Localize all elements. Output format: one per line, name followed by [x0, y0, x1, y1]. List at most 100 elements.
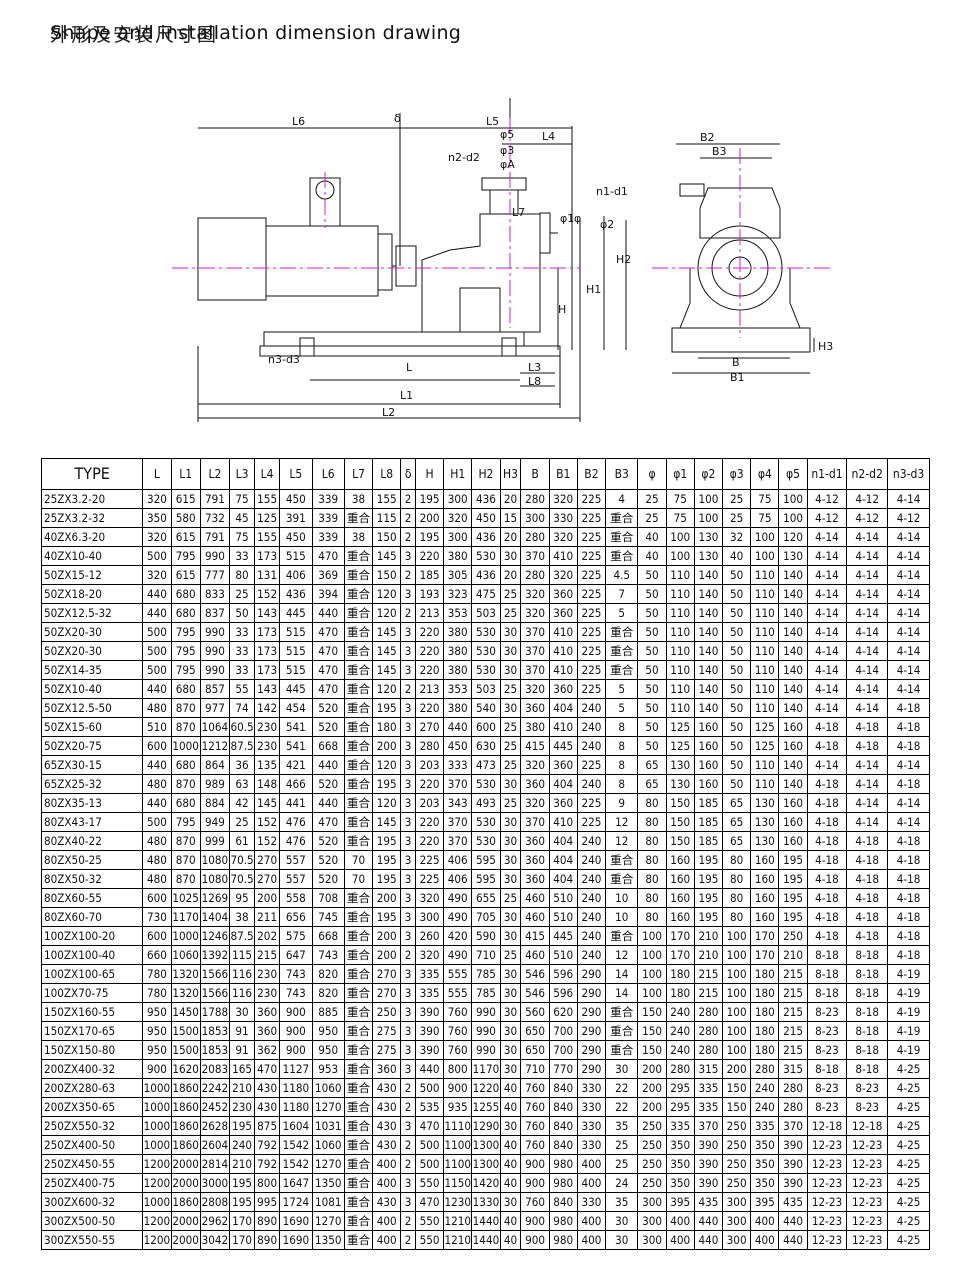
- table-cell: 3: [400, 907, 416, 927]
- table-cell: 40: [499, 1097, 522, 1117]
- table-cell: 4-18: [806, 717, 848, 737]
- table-cell: 460: [520, 888, 550, 908]
- table-cell: 重合: [343, 508, 374, 528]
- table-cell: 900: [443, 1078, 473, 1098]
- table-cell: 重合: [343, 1078, 374, 1098]
- table-cell: 30: [499, 850, 522, 870]
- table-cell: 480: [142, 869, 172, 889]
- table-cell: 743: [279, 964, 313, 984]
- table-cell: 800: [443, 1059, 473, 1079]
- table-cell: 430: [372, 1135, 402, 1155]
- table-cell: 193: [414, 584, 445, 604]
- table-cell: 320: [142, 527, 172, 547]
- table-cell: 74: [229, 698, 256, 718]
- table-cell: 215: [778, 1040, 808, 1060]
- table-cell: 320: [548, 527, 578, 547]
- table-cell: 重合: [343, 546, 374, 566]
- table-cell: 8-18: [806, 983, 848, 1003]
- table-cell: 180: [750, 1002, 780, 1022]
- table-cell: 250: [637, 1135, 667, 1155]
- column-header: n2-d2: [846, 458, 889, 490]
- table-cell: 8-18: [806, 945, 848, 965]
- table-cell: 615: [170, 565, 201, 585]
- table-cell: 4-18: [806, 774, 848, 794]
- table-cell: 32: [722, 527, 752, 547]
- table-cell: 953: [311, 1059, 345, 1079]
- table-cell: 70: [343, 869, 374, 889]
- table-cell: 800: [254, 1173, 281, 1193]
- table-cell: 75: [750, 508, 780, 528]
- table-cell: 1180: [279, 1078, 313, 1098]
- table-cell: 80: [637, 888, 667, 908]
- table-cell: 1320: [170, 983, 201, 1003]
- table-cell: 290: [576, 1040, 607, 1060]
- table-cell: 900: [520, 1211, 550, 1231]
- table-cell: 404: [548, 869, 578, 889]
- table-cell: 30: [499, 926, 522, 946]
- table-cell: 3: [400, 983, 416, 1003]
- table-cell: 重合: [605, 850, 639, 870]
- table-cell: 195: [778, 850, 808, 870]
- table-cell: 353: [443, 603, 473, 623]
- table-cell: 1690: [279, 1230, 313, 1250]
- table-cell: 25: [722, 489, 752, 509]
- table-cell: 596: [548, 964, 578, 984]
- table-cell: 370: [520, 622, 550, 642]
- table-cell: 140: [778, 641, 808, 661]
- table-cell: 890: [254, 1211, 281, 1231]
- table-cell: 870: [170, 774, 201, 794]
- table-cell: 870: [170, 698, 201, 718]
- table-cell: 33: [229, 622, 256, 642]
- table-cell: 12-23: [846, 1211, 889, 1231]
- table-cell: 380: [520, 717, 550, 737]
- table-cell: 833: [199, 584, 231, 604]
- table-cell: 12-23: [806, 1211, 848, 1231]
- table-cell: 450: [443, 736, 473, 756]
- table-cell: 145: [254, 793, 281, 813]
- table-cell: 重合: [343, 679, 374, 699]
- table-cell: 215: [693, 983, 724, 1003]
- table-cell: 120: [372, 584, 402, 604]
- table-cell: 362: [254, 1040, 281, 1060]
- table-cell: 1853: [199, 1040, 231, 1060]
- table-cell: 140: [693, 584, 724, 604]
- table-cell: 557: [279, 850, 313, 870]
- table-cell: 791: [199, 489, 231, 509]
- table-cell: 323: [443, 584, 473, 604]
- table-cell: 30: [605, 1059, 639, 1079]
- table-cell: 335: [414, 964, 445, 984]
- table-cell: 1853: [199, 1021, 231, 1041]
- table-cell: 4-18: [846, 717, 889, 737]
- table-cell: 225: [576, 641, 607, 661]
- table-cell: 50: [722, 565, 752, 585]
- table-cell: 225: [576, 584, 607, 604]
- table-cell: 950: [142, 1021, 172, 1041]
- table-cell: 550: [414, 1230, 445, 1250]
- table-cell: 270: [414, 717, 445, 737]
- table-cell: 25: [499, 755, 522, 775]
- table-cell: 70.5: [229, 850, 256, 870]
- table-cell: 210: [693, 926, 724, 946]
- table-cell: 70: [343, 850, 374, 870]
- table-cell: 4-25: [887, 1135, 930, 1155]
- table-cell: 60.5: [229, 717, 256, 737]
- table-cell: 2242: [199, 1078, 231, 1098]
- table-cell: 935: [443, 1097, 473, 1117]
- table-cell: 3: [400, 698, 416, 718]
- table-cell: 重合: [343, 1211, 374, 1231]
- table-cell: 4-18: [806, 812, 848, 832]
- table-cell: 350: [665, 1173, 695, 1193]
- table-cell: 760: [520, 1192, 550, 1212]
- model-cell: 100ZX70-75: [40, 983, 144, 1003]
- table-cell: 315: [778, 1059, 808, 1079]
- table-cell: 180: [750, 983, 780, 1003]
- table-cell: 1200: [142, 1154, 172, 1174]
- table-cell: 270: [254, 869, 281, 889]
- table-cell: 110: [750, 774, 780, 794]
- suction-flange: [481, 177, 527, 191]
- table-cell: 110: [750, 679, 780, 699]
- table-cell: 430: [254, 1078, 281, 1098]
- table-cell: 4-18: [887, 736, 930, 756]
- table-cell: 80: [722, 888, 752, 908]
- table-cell: 600: [142, 736, 172, 756]
